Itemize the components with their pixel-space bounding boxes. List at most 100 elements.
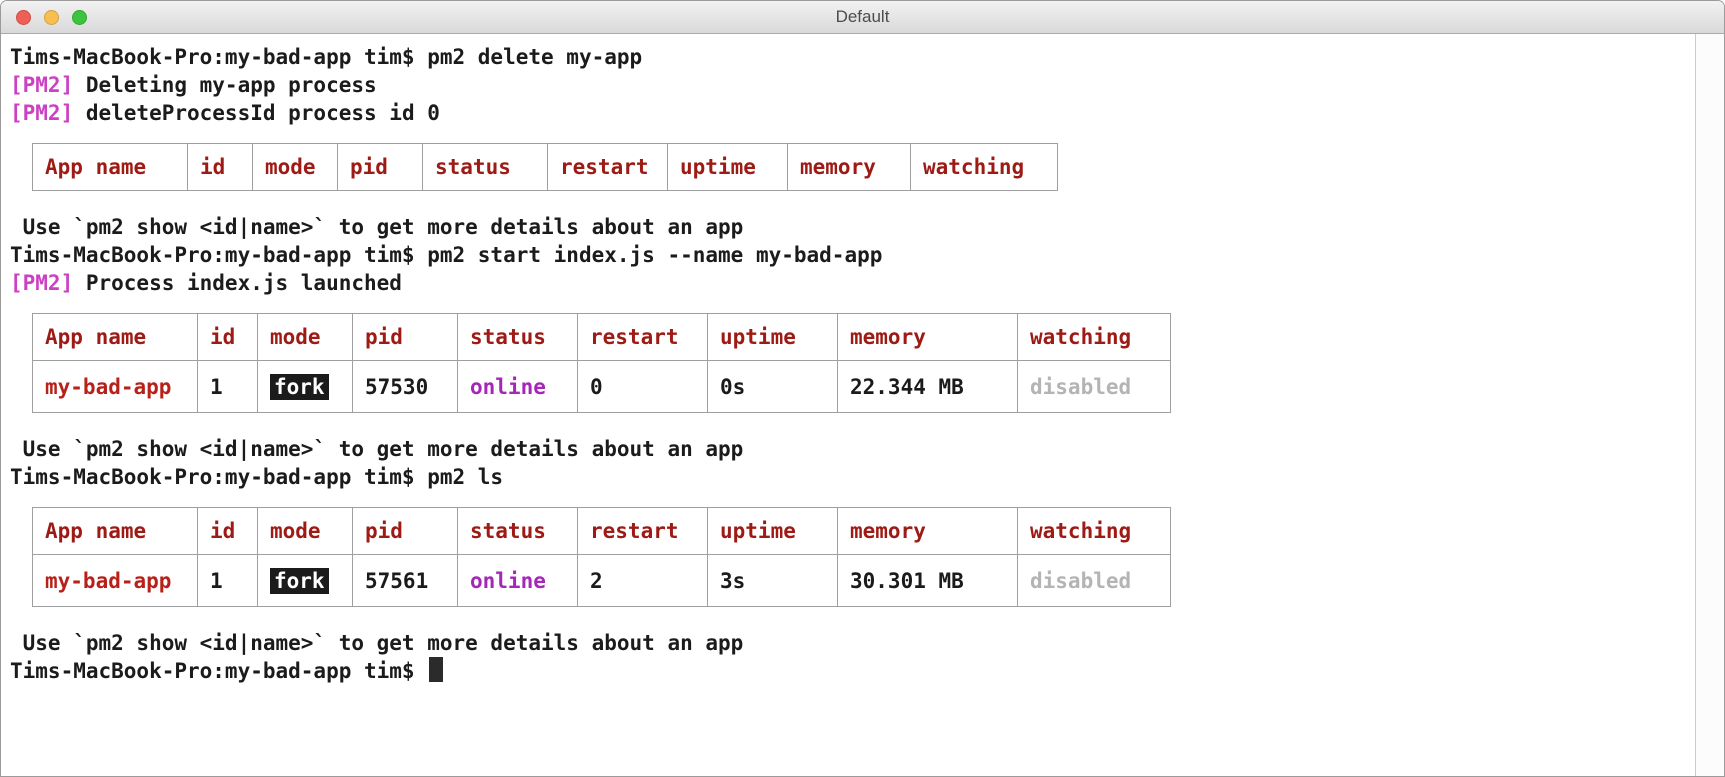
text-segment-plain: 1 [210, 568, 223, 593]
table-header-cell: watching [910, 143, 1058, 191]
table-cell: disabled [1017, 360, 1171, 413]
text-segment-red: mode [265, 155, 316, 179]
text-segment-plain: 30.301 MB [850, 568, 964, 593]
text-segment-inverse: fork [270, 373, 329, 400]
text-segment-red: watching [1030, 325, 1132, 349]
text-segment-red: restart [590, 519, 679, 543]
window-title: Default [835, 7, 890, 26]
table-header-cell: id [197, 507, 258, 555]
table-header-cell: uptime [667, 143, 788, 191]
text-segment-red: App name [45, 155, 147, 179]
text-segment-plain: Tims-MacBook-Pro:my-bad-app tim$ pm2 sta… [10, 243, 883, 267]
table-cell: 1 [197, 360, 258, 413]
pm2-process-table-after-delete: App name id mode pid status restart uptime memo… [32, 143, 1058, 191]
text-segment-plain: 22.344 MB [850, 374, 964, 399]
text-segment-plain: 57530 [365, 374, 429, 399]
text-segment-plain: Deleting my-app process [73, 73, 377, 97]
text-segment-red: memory [800, 155, 876, 179]
text-segment-appname: my-bad-app [45, 374, 172, 399]
table-header-cell: memory [837, 313, 1018, 361]
text-segment-inverse: fork [270, 567, 329, 594]
text-segment-red: pid [350, 155, 388, 179]
table-header-cell: App name [32, 507, 198, 555]
text-segment-plain: Use `pm2 show <id|name>` to get more det… [10, 215, 744, 239]
text-segment-red: status [470, 519, 546, 543]
table-cell: fork [257, 360, 353, 413]
table-header-cell: restart [547, 143, 668, 191]
terminal-line: Tims-MacBook-Pro:my-bad-app tim$ pm2 ls [10, 463, 1695, 491]
table-cell: 0 [577, 360, 708, 413]
table-header-cell: memory [787, 143, 911, 191]
text-segment-plain: Tims-MacBook-Pro:my-bad-app tim$ [10, 659, 428, 683]
text-segment-red: id [200, 155, 226, 179]
text-segment-red: restart [560, 155, 649, 179]
terminal-line: [PM2] deleteProcessId process id 0 [10, 99, 1695, 127]
close-button[interactable] [16, 10, 31, 25]
terminal-line: Tims-MacBook-Pro:my-bad-app tim$ pm2 sta… [10, 241, 1695, 269]
text-segment-online: online [470, 374, 546, 399]
table-cell: online [457, 554, 578, 607]
table-header-cell: restart [577, 313, 708, 361]
text-segment-red: memory [850, 519, 926, 543]
table-cell: 30.301 MB [837, 554, 1018, 607]
terminal-line: [PM2] Process index.js launched [10, 269, 1695, 297]
table-cell: 22.344 MB [837, 360, 1018, 413]
text-segment-red: App name [45, 325, 147, 349]
table-header-cell: status [457, 313, 578, 361]
text-segment-red: status [470, 325, 546, 349]
minimize-button[interactable] [44, 10, 59, 25]
terminal-line: Use `pm2 show <id|name>` to get more det… [10, 629, 1695, 657]
text-segment-red: restart [590, 325, 679, 349]
text-segment-plain: Use `pm2 show <id|name>` to get more det… [10, 631, 744, 655]
text-segment-red: uptime [720, 325, 796, 349]
text-segment-pm2: [PM2] [10, 101, 74, 125]
terminal-line: Tims-MacBook-Pro:my-bad-app tim$ [10, 657, 1695, 685]
table-header-cell: mode [257, 313, 353, 361]
table-header-cell: watching [1017, 507, 1171, 555]
text-segment-plain: deleteProcessId process id 0 [73, 101, 440, 125]
text-segment-red: uptime [720, 519, 796, 543]
text-segment-disabled: disabled [1030, 374, 1132, 399]
table-header-cell: watching [1017, 313, 1171, 361]
terminal-line: [PM2] Deleting my-app process [10, 71, 1695, 99]
table-header-cell: id [187, 143, 253, 191]
titlebar[interactable]: Default [1, 1, 1724, 34]
text-segment-disabled: disabled [1030, 568, 1132, 593]
text-segment-plain: Use `pm2 show <id|name>` to get more det… [10, 437, 744, 461]
text-segment-red: watching [923, 155, 1025, 179]
table-header-cell: status [422, 143, 548, 191]
text-segment-appname: my-bad-app [45, 568, 172, 593]
text-segment-red: App name [45, 519, 147, 543]
table-header-cell: uptime [707, 313, 838, 361]
text-segment-plain: Process index.js launched [73, 271, 402, 295]
text-segment-red: id [210, 325, 236, 349]
terminal-line: Use `pm2 show <id|name>` to get more det… [10, 213, 1695, 241]
table-header-row: App name id mode pid status restart uptime memo… [32, 143, 1058, 191]
scrollbar[interactable] [1695, 34, 1724, 776]
table-cell: 0s [707, 360, 838, 413]
text-segment-red: watching [1030, 519, 1132, 543]
traffic-lights [16, 1, 87, 34]
table-header-cell: uptime [707, 507, 838, 555]
text-segment-online: online [470, 568, 546, 593]
table-header-cell: memory [837, 507, 1018, 555]
text-segment-red: status [435, 155, 511, 179]
text-segment-plain: Tims-MacBook-Pro:my-bad-app tim$ pm2 ls [10, 465, 504, 489]
text-segment-red: pid [365, 325, 403, 349]
zoom-button[interactable] [72, 10, 87, 25]
table-cell: 1 [197, 554, 258, 607]
table-header-cell: App name [32, 313, 198, 361]
table-cell: online [457, 360, 578, 413]
text-segment-red: id [210, 519, 236, 543]
terminal-line: Tims-MacBook-Pro:my-bad-app tim$ pm2 del… [10, 43, 1695, 71]
table-header-cell: pid [352, 313, 458, 361]
table-cell: my-bad-app [32, 360, 198, 413]
terminal-output[interactable]: Tims-MacBook-Pro:my-bad-app tim$ pm2 del… [1, 34, 1695, 776]
